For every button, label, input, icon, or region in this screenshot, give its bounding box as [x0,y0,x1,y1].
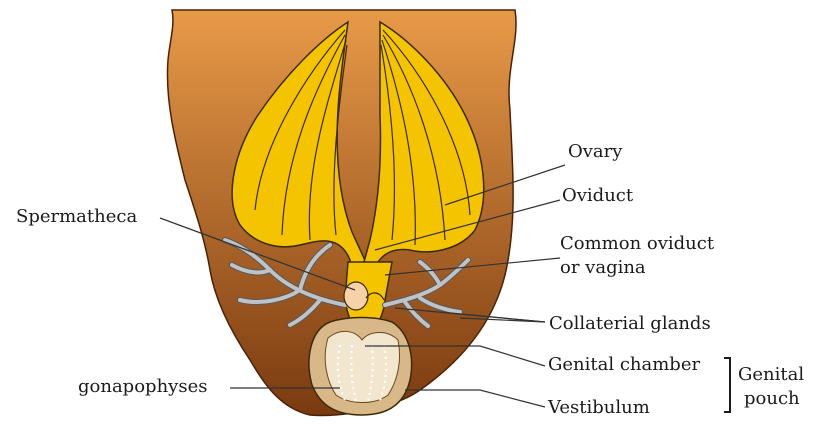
label-genital-chamber: Genital chamber [548,354,700,375]
label-vagina: or vagina [560,257,646,278]
label-spermatheca: Spermatheca [16,206,137,227]
genital-pouch-bracket [724,357,731,413]
vestibulum-cavity [324,331,401,403]
collaterial-glands [222,237,471,329]
spermatheca [343,281,369,311]
label-ovary: Ovary [568,141,623,162]
leader-lines [159,164,566,408]
label-genital-pouch-1: Genital [738,364,804,385]
label-gonapophyses: gonapophyses [78,376,207,397]
label-oviduct: Oviduct [562,185,634,206]
spermatheca-duct [365,292,385,301]
left-ovary [231,20,373,281]
right-ovary-ovarioles [380,29,471,246]
left-ovary-ovarioles [254,29,348,241]
label-collaterial-glands: Collaterial glands [549,313,711,334]
label-vestibulum: Vestibulum [547,397,650,418]
label-common-oviduct: Common oviduct [560,233,715,254]
label-genital-pouch-2: pouch [744,388,800,409]
